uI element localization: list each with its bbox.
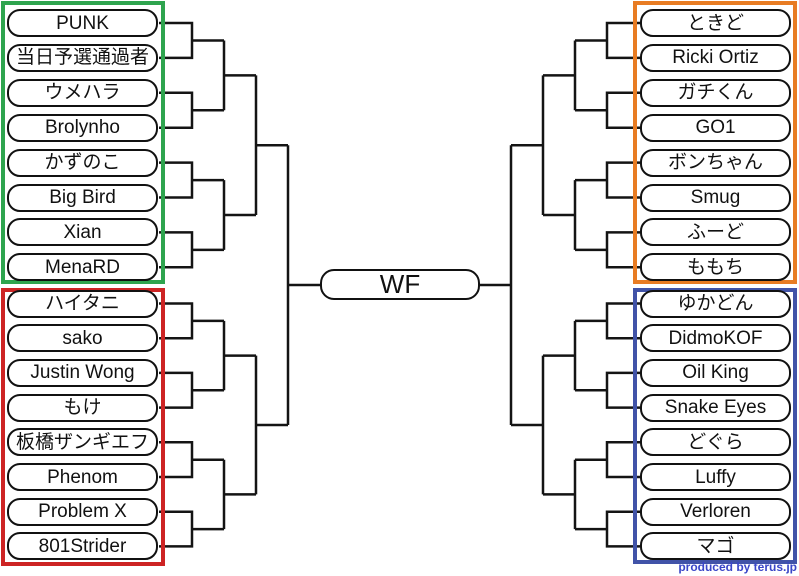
- bracket-lines-right: [480, 21, 640, 548]
- player-box[interactable]: Big Bird: [7, 183, 158, 212]
- player-box[interactable]: ときど: [640, 9, 791, 37]
- player-box[interactable]: どぐら: [640, 428, 791, 457]
- player-box[interactable]: ハイタニ: [7, 289, 158, 318]
- player-box[interactable]: MenaRD: [7, 253, 158, 282]
- player-box[interactable]: Snake Eyes: [640, 393, 791, 422]
- player-box[interactable]: Verloren: [640, 497, 791, 526]
- player-box[interactable]: 板橋ザンギエフ: [7, 428, 158, 457]
- player-box[interactable]: ももち: [640, 253, 791, 282]
- player-box[interactable]: Ricki Ortiz: [640, 43, 791, 72]
- player-box[interactable]: ゆかどん: [640, 289, 791, 318]
- player-box[interactable]: Oil King: [640, 358, 791, 387]
- player-box[interactable]: Luffy: [640, 463, 791, 491]
- winners-final-box[interactable]: WF: [320, 269, 480, 300]
- player-box[interactable]: GO1: [640, 113, 791, 142]
- player-box[interactable]: ふーど: [640, 218, 791, 247]
- player-box[interactable]: ガチくん: [640, 78, 791, 107]
- player-box[interactable]: Xian: [7, 218, 158, 247]
- player-box[interactable]: Brolynho: [7, 113, 158, 142]
- player-box[interactable]: DidmoKOF: [640, 324, 791, 353]
- player-box[interactable]: 801Strider: [7, 532, 158, 561]
- player-box[interactable]: 当日予選通過者: [7, 43, 158, 72]
- player-box[interactable]: マゴ: [640, 532, 791, 561]
- player-box[interactable]: ボンちゃん: [640, 148, 791, 177]
- player-box[interactable]: Problem X: [7, 497, 158, 526]
- player-box[interactable]: PUNK: [7, 9, 158, 37]
- bracket-lines-left: [159, 21, 320, 548]
- player-box[interactable]: もけ: [7, 393, 158, 422]
- player-box[interactable]: Smug: [640, 183, 791, 212]
- player-box[interactable]: かずのこ: [7, 148, 158, 177]
- player-box[interactable]: Justin Wong: [7, 358, 158, 387]
- credit-text: produced by terus.jp: [678, 560, 797, 574]
- player-box[interactable]: ウメハラ: [7, 78, 158, 107]
- player-box[interactable]: sako: [7, 324, 158, 353]
- player-box[interactable]: Phenom: [7, 463, 158, 491]
